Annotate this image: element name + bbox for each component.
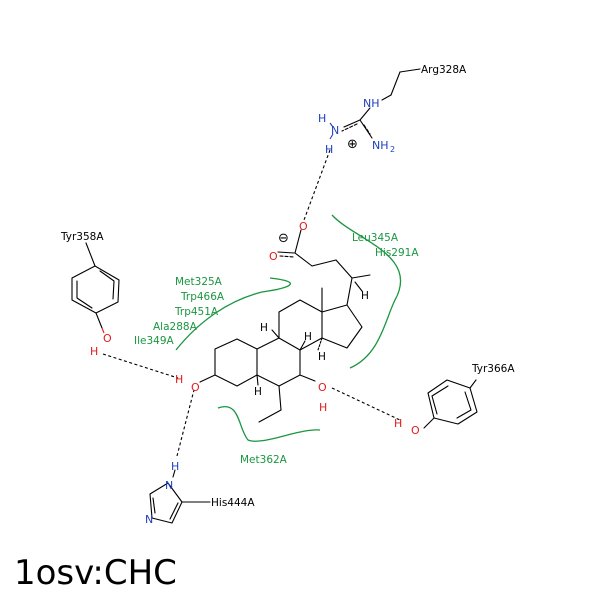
atom-o-tyr358: O	[103, 332, 112, 345]
atom-nh2-sub: 2	[390, 145, 395, 154]
atom-h-c20: H	[361, 290, 369, 302]
label-his444: His444A	[211, 497, 255, 509]
label-trp466: Trp466A	[180, 291, 225, 303]
atom-o-tyr366: O	[411, 424, 420, 437]
positive-charge: ⊕	[347, 137, 358, 152]
atom-nh2: NH	[372, 139, 389, 152]
carboxylate-chain	[277, 229, 371, 306]
hbond-his444-o3	[176, 389, 195, 457]
atom-h-c14: H	[318, 351, 326, 363]
arg328-sidechain	[329, 68, 421, 140]
atom-n-his1: N	[165, 479, 173, 492]
diagram-title: 1osv:CHC	[14, 553, 177, 593]
label-tyr358: Tyr358A	[60, 231, 104, 243]
atom-o-carboxyl-2: O	[269, 250, 278, 263]
hydrophobic-arc-right	[331, 214, 402, 369]
atom-nh-top: NH	[363, 97, 380, 110]
atom-h-his: H	[171, 460, 179, 473]
atom-h-n: H	[318, 112, 326, 125]
atom-o-c3: O	[191, 381, 200, 394]
tyr366-ring	[423, 379, 478, 429]
label-met325: Met325A	[175, 276, 223, 288]
label-arg328: Arg328A	[421, 64, 467, 76]
hbond-o7-tyr366	[331, 387, 401, 421]
atom-o-c7: O	[318, 381, 327, 394]
atom-n-mid: N	[331, 124, 339, 137]
atom-h-c8: H	[304, 331, 312, 343]
atom-h-tyr366: H	[394, 417, 402, 430]
label-ala288: Ala288A	[153, 321, 198, 333]
hbond-tyr358-o3	[102, 353, 179, 379]
atom-h-c5: H	[254, 386, 262, 398]
atom-o-carboxyl-1: O	[299, 220, 308, 233]
atom-h-tyr358: H	[90, 345, 98, 358]
label-trp451: Trp451A	[174, 306, 219, 318]
label-tyr366: Tyr366A	[471, 363, 515, 375]
his444-imidazole	[149, 469, 211, 524]
negative-charge: ⊖	[278, 231, 289, 246]
hydrophobic-arc-left	[175, 277, 291, 351]
steroid-core	[199, 281, 363, 423]
atom-h-c7: H	[319, 401, 327, 414]
atom-n-his2: N	[145, 513, 153, 526]
label-ile349: Ile349A	[134, 335, 175, 347]
hbond-arg-carboxylate	[303, 149, 331, 221]
label-met362: Met362A	[240, 454, 288, 466]
label-his291: His291A	[375, 247, 419, 259]
tyr358-ring	[71, 242, 120, 334]
atom-h-n2: H	[325, 143, 333, 156]
atom-h-c3: H	[175, 373, 183, 386]
atom-h-c9: H	[260, 322, 268, 334]
hydrophobic-arc-bottom	[217, 405, 321, 442]
label-leu345: Leu345A	[352, 232, 399, 244]
